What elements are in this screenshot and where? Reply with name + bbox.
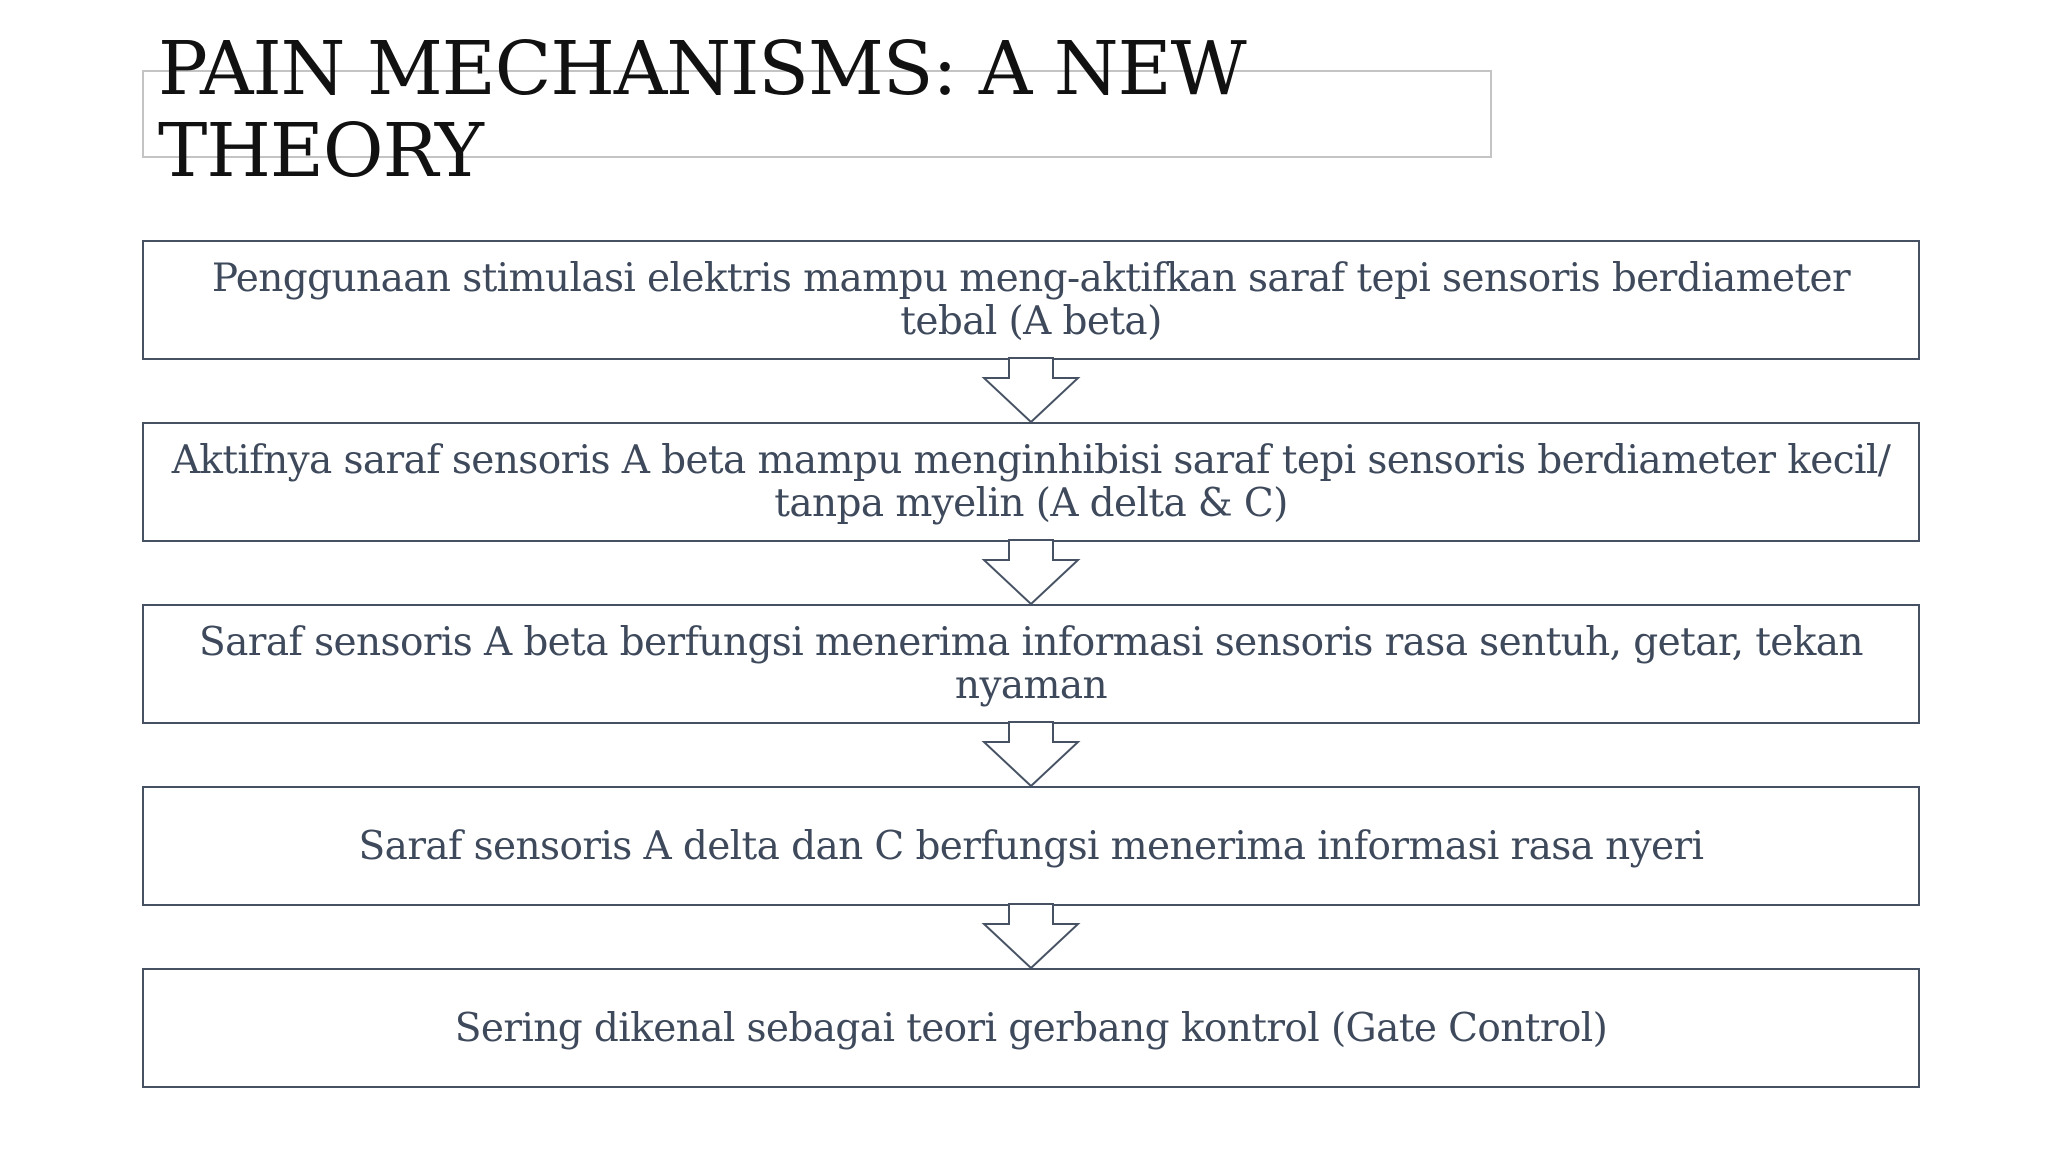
flow-step-4: Saraf sensoris A delta dan C berfungsi m… bbox=[142, 786, 1920, 906]
flow-step-text: Sering dikenal sebagai teori gerbang kon… bbox=[454, 1005, 1608, 1051]
down-arrow-icon bbox=[981, 903, 1081, 970]
flow-step-1: Penggunaan stimulasi elektris mampu meng… bbox=[142, 240, 1920, 360]
flow-step-text: Aktifnya saraf sensoris A beta mampu men… bbox=[171, 438, 1891, 526]
flow-step-text: Saraf sensoris A beta berfungsi menerima… bbox=[199, 620, 1864, 708]
flow-step-3: Saraf sensoris A beta berfungsi menerima… bbox=[142, 604, 1920, 724]
down-arrow-icon bbox=[981, 357, 1081, 424]
title-placeholder-frame bbox=[142, 70, 1492, 158]
slide-title: PAIN MECHANISMS: A NEW THEORY bbox=[158, 26, 1247, 194]
flow-step-text: Saraf sensoris A delta dan C berfungsi m… bbox=[358, 823, 1704, 869]
flow-step-text: Penggunaan stimulasi elektris mampu meng… bbox=[211, 256, 1851, 344]
flow-step-5: Sering dikenal sebagai teori gerbang kon… bbox=[142, 968, 1920, 1088]
down-arrow-icon bbox=[981, 721, 1081, 788]
down-arrow-icon bbox=[981, 539, 1081, 606]
flow-step-2: Aktifnya saraf sensoris A beta mampu men… bbox=[142, 422, 1920, 542]
